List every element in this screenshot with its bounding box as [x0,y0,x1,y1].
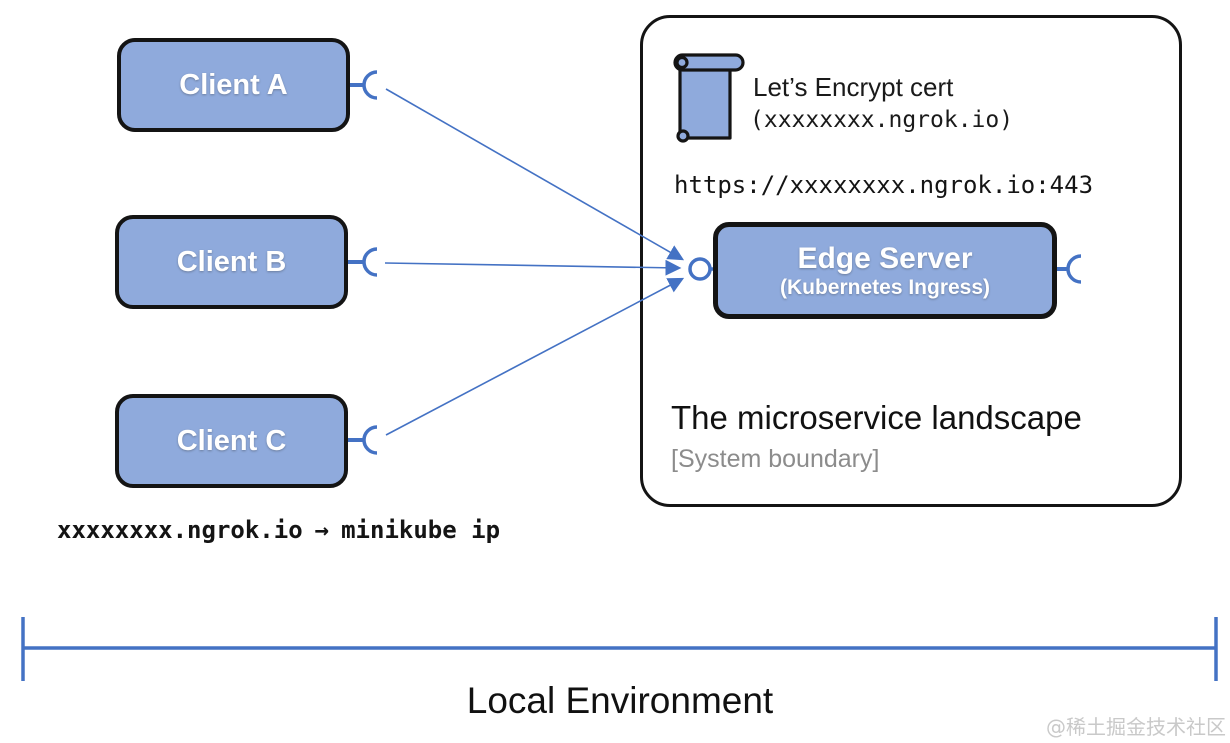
client-a-box: Client A [117,38,350,132]
edge-server-title: Edge Server [797,241,973,275]
client-a-socket-icon [350,70,378,100]
edge-server-box: Edge Server (Kubernetes Ingress) [713,222,1057,319]
client-c-box: Client C [115,394,348,488]
dns-mapping-from: xxxxxxxx.ngrok.io [57,516,303,544]
right-arrow-icon: → [314,516,330,544]
cert-title: Let’s Encrypt cert [753,72,954,102]
client-a-label: Client A [179,68,288,101]
connector-client-a-to-edge [385,88,685,261]
client-b-socket-icon [348,247,378,277]
edge-url: https://xxxxxxxx.ngrok.io:443 [674,171,1094,199]
local-environment-bracket [21,617,1218,681]
edge-server-subtitle: (Kubernetes Ingress) [779,275,991,299]
dns-mapping-note: xxxxxxxx.ngrok.io → minikube ip [57,516,500,544]
landscape-title: The microservice landscape [671,399,1082,436]
watermark: @稀土掘金技术社区 [1046,715,1226,739]
dns-mapping-to: minikube ip [341,516,501,544]
connector-client-c-to-edge [385,277,685,436]
landscape-subtitle: [System boundary] [671,445,880,473]
client-c-socket-icon [348,425,378,455]
connector-client-b-to-edge [384,259,682,276]
client-b-box: Client B [115,215,348,309]
client-b-label: Client B [176,245,287,278]
cert-domain: (xxxxxxxx.ngrok.io) [750,107,1014,133]
local-environment-label: Local Environment [466,680,774,721]
client-c-label: Client C [176,424,287,457]
